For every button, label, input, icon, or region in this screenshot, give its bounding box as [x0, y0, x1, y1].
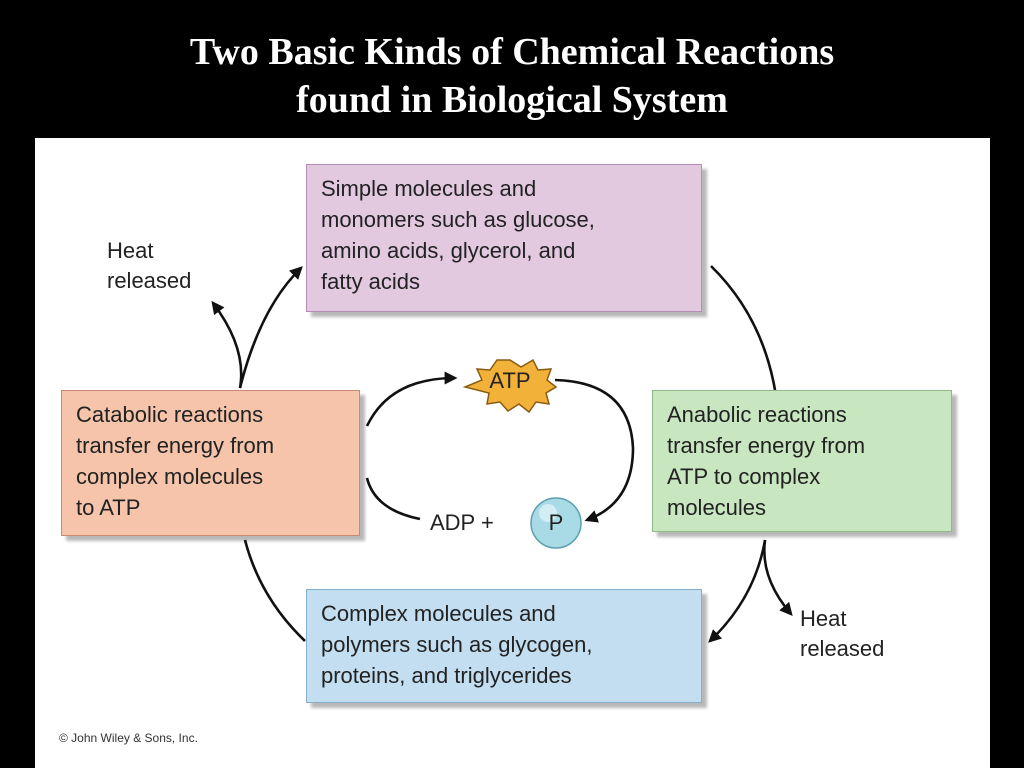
catabolic-line-1: Catabolic reactions [76, 402, 264, 427]
catabolic-box: Catabolic reactions transfer energy from… [61, 390, 360, 536]
anabolic-line-2: transfer energy from [667, 433, 866, 458]
arrow-layer [211, 265, 793, 643]
heat-released-right: Heat released [800, 604, 884, 664]
arrow-heat-left [211, 300, 243, 389]
adp-label: ADP + [430, 510, 494, 535]
atp-label: ATP [489, 368, 531, 393]
simple-molecules-line-1: Simple molecules and [321, 176, 537, 201]
catabolic-line-3: complex molecules [76, 464, 264, 489]
arrow-complex-to-catabolic [243, 539, 306, 642]
simple-molecules-box: Simple molecules and monomers such as gl… [306, 164, 702, 312]
heat-right-line-2: released [800, 636, 885, 661]
anabolic-line-3: ATP to complex [667, 464, 821, 489]
arrow-atp-to-adp [554, 378, 635, 523]
anabolic-line-1: Anabolic reactions [667, 402, 847, 427]
diagram-panel: Simple molecules and monomers such as gl… [35, 138, 990, 768]
title-line-1: Two Basic Kinds of Chemical Reactions [189, 31, 835, 73]
heat-left-line-2: released [107, 268, 192, 293]
arrow-simple-to-anabolic [710, 265, 777, 391]
arrow-catabolic-to-simple [238, 266, 303, 389]
heat-right-line-1: Heat [800, 606, 847, 631]
arrow-adp-to-catabolic [365, 477, 421, 521]
anabolic-line-4: molecules [667, 495, 767, 520]
title-line-2: found in Biological System [296, 79, 728, 121]
arrow-heat-right [763, 539, 793, 616]
complex-molecules-box: Complex molecules and polymers such as g… [306, 589, 702, 703]
complex-molecules-line-1: Complex molecules and [321, 601, 556, 626]
complex-molecules-line-3: proteins, and triglycerides [321, 663, 572, 688]
simple-molecules-line-4: fatty acids [321, 269, 421, 294]
copyright-notice: © John Wiley & Sons, Inc. [59, 731, 198, 745]
simple-molecules-line-2: monomers such as glucose, [321, 207, 595, 232]
arrow-to-atp [365, 371, 458, 427]
catabolic-line-4: to ATP [76, 495, 141, 520]
heat-left-line-1: Heat [107, 238, 154, 263]
heat-released-left: Heat released [107, 236, 191, 296]
atp-burst-icon [462, 358, 558, 414]
catabolic-line-2: transfer energy from [76, 433, 275, 458]
slide-title: Two Basic Kinds of Chemical Reactions fo… [0, 28, 1024, 124]
simple-molecules-line-3: amino acids, glycerol, and [321, 238, 576, 263]
complex-molecules-line-2: polymers such as glycogen, [321, 632, 593, 657]
arrow-anabolic-to-complex [708, 539, 767, 643]
anabolic-box: Anabolic reactions transfer energy from … [652, 390, 952, 532]
phosphate-label: P [548, 510, 564, 535]
